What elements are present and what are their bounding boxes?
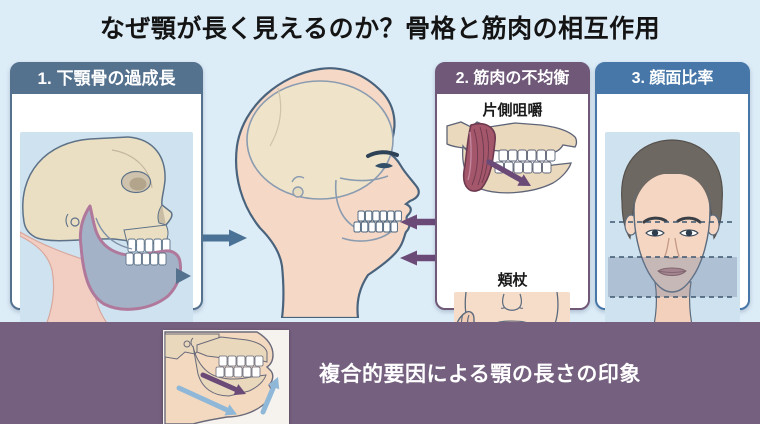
arrow-left-upper-icon — [400, 214, 438, 230]
eyebrow-stroke — [366, 150, 399, 158]
panel-facial-ratio-body — [597, 94, 748, 330]
arrow-right-icon — [203, 229, 247, 247]
page-title: なぜ顎が長く見えるのか？骨格と筋肉の相互作用 — [99, 15, 661, 43]
jaw-vectors-illustration — [163, 330, 289, 424]
growth-vector-lower-arrow-icon — [176, 385, 230, 413]
panel-muscle-imbalance-heading: 2. 筋肉の不均衡 — [437, 64, 588, 94]
triangle-left-icon — [176, 268, 191, 284]
head-profile-figure — [220, 66, 432, 318]
face-proportions-frame — [605, 132, 740, 330]
lower-third-band — [608, 257, 737, 297]
skull-profile-frame — [20, 132, 193, 330]
masseter-muscle-illustration — [446, 121, 578, 194]
eye-shape — [375, 163, 393, 169]
jaw-vectors-card — [163, 330, 289, 424]
panel-mandible-overgrowth-body — [12, 94, 201, 330]
footer-caption: 複合的要因による顎の長さの印象 — [319, 363, 641, 386]
masseter-frame — [443, 120, 582, 200]
footer-summary-bar: 複合的要因による顎の長さの印象 — [0, 322, 760, 424]
panel-facial-ratio-heading: 3. 顔面比率 — [597, 64, 748, 94]
unilateral-chewing-label: 片側咀嚼 — [482, 102, 543, 119]
chin-rest-label: 頬杖 — [497, 272, 528, 289]
panel-facial-ratio: 3. 顔面比率 — [595, 62, 750, 330]
skull-mandible-highlight-illustration — [20, 132, 193, 330]
panel-mandible-overgrowth: 1. 下顎骨の過成長 — [10, 62, 203, 330]
growth-vector-chin-arrow-icon — [260, 383, 277, 415]
panel-mandible-overgrowth-heading: 1. 下顎骨の過成長 — [12, 64, 201, 94]
head-profile-illustration — [235, 67, 420, 318]
muscle-pull-arrow-icon — [486, 159, 524, 183]
arrow-left-lower-icon — [400, 250, 438, 266]
panel-muscle-imbalance: 2. 筋肉の不均衡 片側咀嚼 — [435, 62, 590, 370]
growth-vector-jaw-arrow-icon — [200, 372, 240, 393]
face-proportions-illustration — [605, 132, 740, 330]
